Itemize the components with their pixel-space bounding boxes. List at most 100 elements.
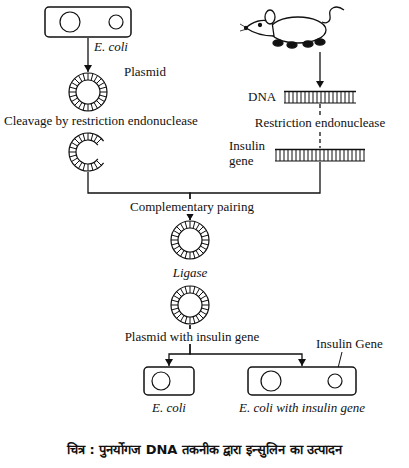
dna-rung: [300, 150, 301, 162]
ring-tick: [94, 162, 98, 168]
dna-rung: [293, 92, 294, 104]
ring-tick: [91, 164, 93, 171]
cut-plasmid-ring: [69, 133, 104, 171]
bacterium-cell: E. coli: [44, 6, 132, 38]
ring-inner: [178, 228, 202, 252]
ring-tick: [190, 252, 191, 259]
node-shape: [44, 6, 132, 38]
ring-inner: [178, 293, 202, 317]
ring-tick: [75, 160, 80, 165]
ring-tick: [98, 83, 104, 87]
ring-tick: [190, 221, 191, 228]
plasmid-ring: [171, 221, 209, 259]
dna-rung: [313, 92, 314, 104]
plasmid-node: Plasmid: [68, 72, 108, 112]
dna-rung: [308, 150, 309, 162]
ring-tick: [200, 311, 206, 315]
node-label: Plasmid: [124, 64, 166, 79]
node-shape: [68, 72, 108, 112]
ring-tick: [172, 308, 179, 310]
node-label: E. coli: [94, 39, 154, 54]
figure-caption: चित्र : पुनर्योगज DNA तकनीक द्वारा इन्सु…: [0, 440, 409, 458]
dna-rung: [344, 150, 345, 162]
dna-rung: [336, 150, 337, 162]
ring-tick: [185, 222, 187, 229]
ring-tick: [83, 164, 85, 171]
ring-tick: [88, 164, 89, 171]
flow-connector: [84, 38, 92, 72]
ring-tick: [96, 100, 101, 105]
dna-rung: [321, 92, 322, 104]
plasmid-node: LigasePlasmid with insulin gene: [170, 285, 210, 325]
ring-tick: [70, 87, 77, 89]
ring-tick: [196, 289, 200, 295]
ring-tick: [91, 74, 93, 81]
ring-tick: [172, 300, 179, 302]
ring-tick: [83, 74, 85, 81]
ring-tick: [88, 133, 89, 140]
arrow-head: [186, 213, 194, 220]
cell-plasmid: [152, 372, 170, 390]
node-label: E. coli with insulin gene: [222, 400, 382, 415]
plasmid-ring: [69, 73, 107, 111]
ring-tick: [177, 248, 182, 253]
dna-rung: [285, 92, 286, 104]
ring-tick: [72, 158, 78, 162]
node-label: Cleavage by restriction endonuclease: [4, 113, 198, 128]
ring-tick: [185, 252, 187, 259]
ring-tick: [98, 98, 104, 102]
ring-tick: [198, 313, 203, 318]
ring-tick: [193, 317, 195, 324]
ring-outer: [69, 73, 107, 111]
cell-plasmid: [261, 371, 281, 391]
arrow-head: [165, 359, 173, 366]
ring-tick: [200, 231, 206, 235]
ring-tick: [70, 155, 77, 157]
dna-rung: [364, 150, 365, 162]
bacterium-cell: E. coli: [143, 366, 195, 396]
node-label: Insulin gene: [229, 138, 271, 168]
ring-tick: [88, 104, 89, 111]
ring-outer: [171, 286, 209, 324]
dna-rung: [340, 150, 341, 162]
dna-rung: [356, 150, 357, 162]
ring-tick: [172, 243, 179, 245]
ring-tick: [198, 248, 203, 253]
dna-rung: [304, 150, 305, 162]
dna-strand: Insulin gene: [275, 148, 365, 162]
ring-tick: [79, 76, 83, 82]
callout-label: Insulin Gene: [316, 336, 383, 351]
ring-tick: [174, 231, 180, 235]
ring-tick: [202, 305, 209, 306]
ring-tick: [174, 311, 180, 315]
node-label: Complementary pairing: [110, 199, 274, 214]
ring-tick: [70, 147, 77, 149]
ring-tick: [94, 102, 98, 108]
ring-tick: [83, 134, 85, 141]
node-shape: [170, 220, 210, 260]
ring-inner: [76, 80, 100, 104]
ring-tick: [100, 92, 107, 93]
dna-rung: [332, 150, 333, 162]
node-shape: [143, 366, 195, 396]
ring-tick: [174, 246, 180, 250]
cell-wall: [45, 7, 131, 37]
ring-tick: [100, 95, 107, 97]
extraction-arrow: [316, 52, 324, 88]
node-label: DNA: [248, 89, 276, 104]
dna-rung: [301, 92, 302, 104]
dna-rung: [276, 150, 277, 162]
ring-tick: [72, 83, 78, 87]
rat-illustration: [240, 7, 344, 48]
ring-tick: [196, 315, 200, 321]
dna-rung: [353, 92, 354, 104]
ring-tick: [79, 162, 83, 168]
ring-tick: [202, 235, 209, 237]
arrow-head: [298, 359, 306, 366]
dna-rung: [296, 150, 297, 162]
ring-tick: [94, 76, 98, 82]
ring-tick: [174, 296, 180, 300]
dna-rung: [328, 150, 329, 162]
